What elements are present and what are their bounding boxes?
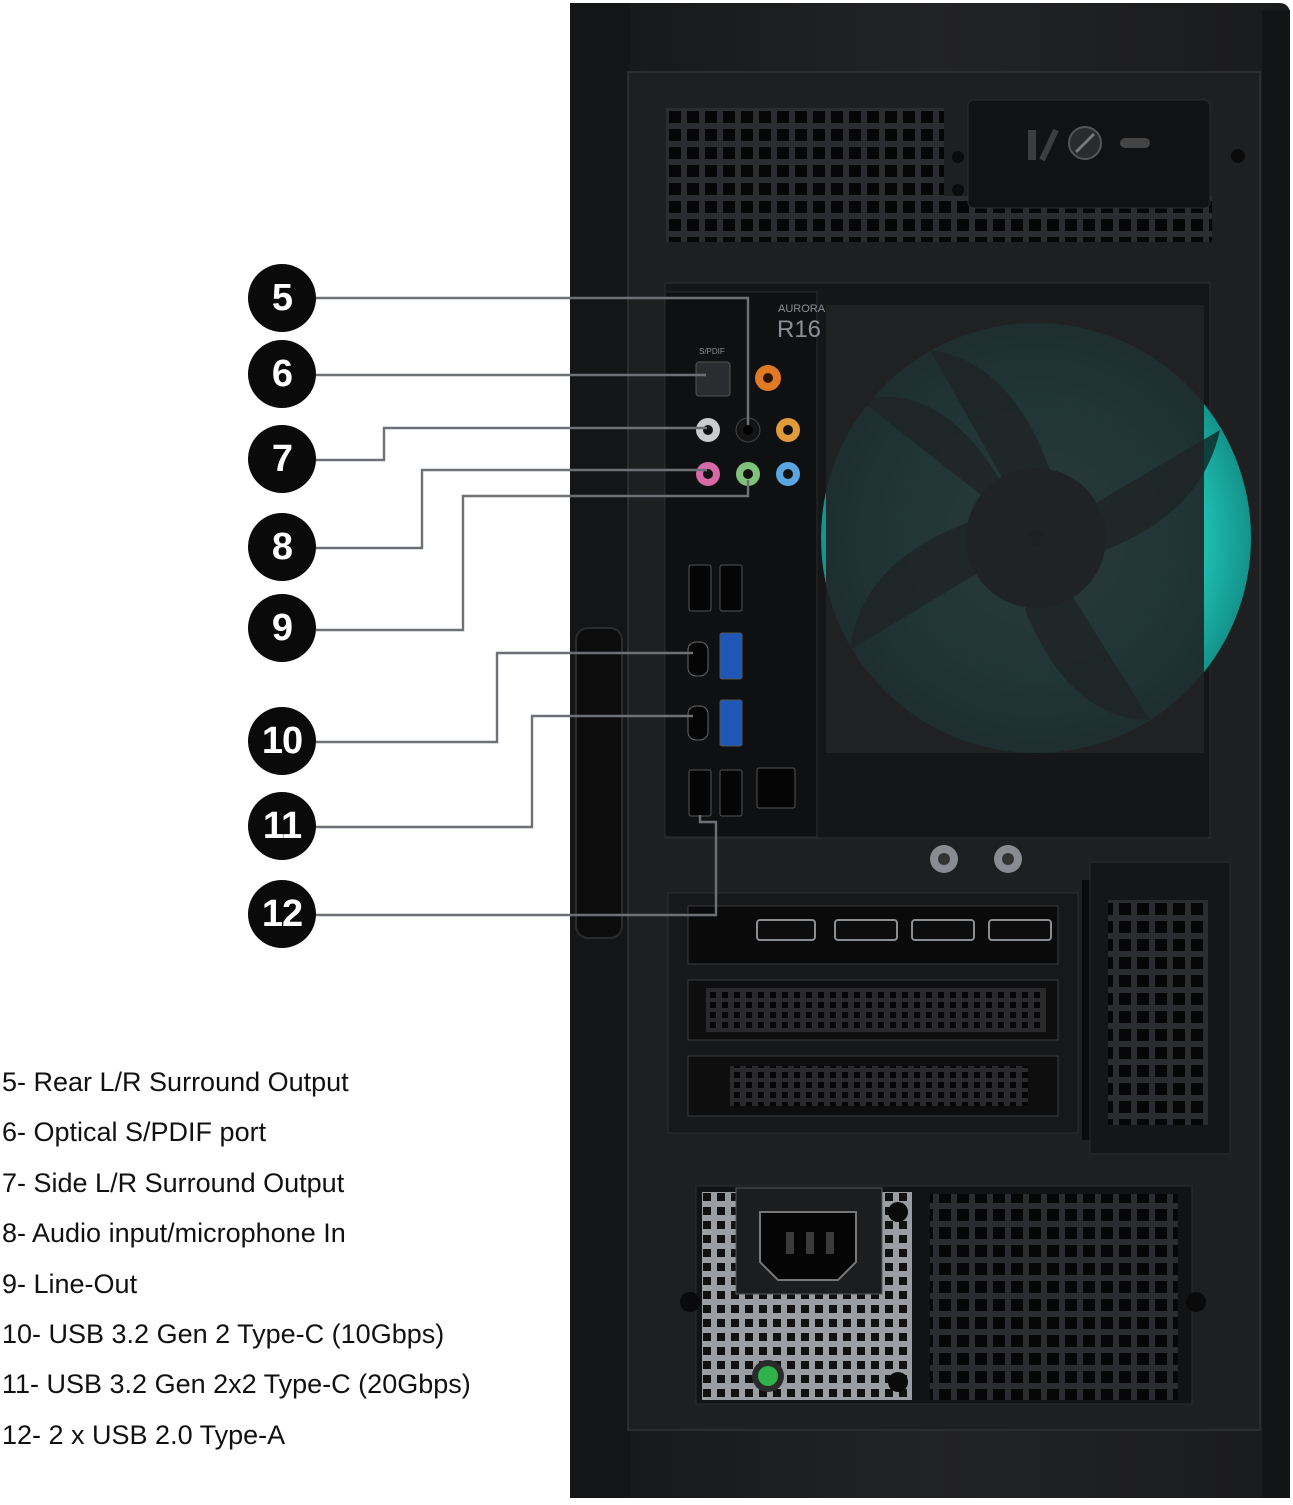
legend-item: 8- Audio input/microphone In bbox=[2, 1218, 346, 1249]
spdif-label: S/PDIF bbox=[699, 347, 725, 356]
callout-badge-7: 7 bbox=[248, 425, 316, 493]
callout-badge-11: 11 bbox=[248, 792, 316, 860]
rgb-fan bbox=[821, 305, 1251, 753]
callout-badge-9: 9 bbox=[248, 594, 316, 662]
legend-item: 7- Side L/R Surround Output bbox=[2, 1167, 345, 1198]
legend-item: 10- USB 3.2 Gen 2 Type-C (10Gbps) bbox=[2, 1318, 445, 1349]
callout-badge-5: 5 bbox=[248, 264, 316, 332]
io-panel bbox=[664, 291, 818, 838]
legend-item: 6- Optical S/PDIF port bbox=[2, 1117, 267, 1148]
top-vent bbox=[666, 108, 944, 242]
legend-item: 11- USB 3.2 Gen 2x2 Type-C (20Gbps) bbox=[2, 1369, 471, 1400]
case-handle bbox=[575, 627, 623, 939]
callout-badge-10: 10 bbox=[248, 707, 316, 775]
legend-item: 5- Rear L/R Surround Output bbox=[2, 1067, 349, 1097]
legend-item: 12- 2 x USB 2.0 Type-A bbox=[2, 1419, 286, 1450]
model-number-label: R16 bbox=[777, 316, 822, 343]
callout-badge-6: 6 bbox=[248, 340, 316, 408]
power-supply bbox=[680, 1185, 1206, 1405]
callout-badge-12: 12 bbox=[248, 880, 316, 948]
expansion-slots bbox=[667, 880, 1096, 1140]
port-legend: 5- Rear L/R Surround Output 6- Optical S… bbox=[2, 1060, 471, 1463]
callout-badge-8: 8 bbox=[248, 513, 316, 581]
legend-item: 9- Line-Out bbox=[2, 1268, 138, 1299]
model-series-label: AURORA bbox=[778, 303, 826, 315]
callout-leader-lines bbox=[316, 296, 750, 917]
